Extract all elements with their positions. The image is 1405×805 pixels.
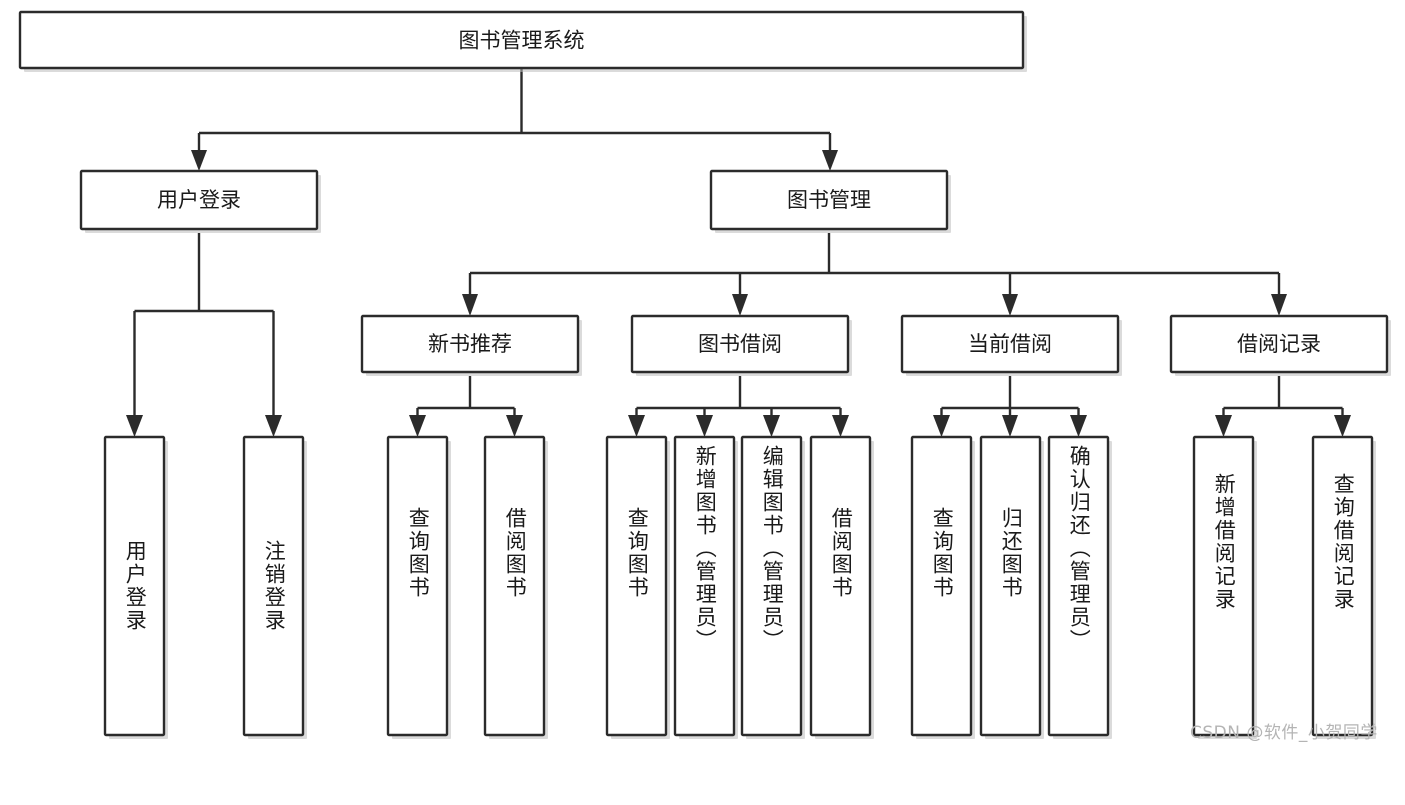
arrow-leaf-borrow-book-rec [506, 415, 523, 437]
node-leaf-query-record[interactable] [1311, 435, 1376, 739]
node-leaf-query-book-cur[interactable] [910, 435, 975, 739]
node-leaf-user-login[interactable] [103, 435, 168, 739]
arrow-book-manage [822, 150, 838, 171]
arrow-leaf-add-record [1215, 415, 1232, 437]
arrow-user-login [191, 150, 207, 171]
connector-layer [126, 69, 1351, 437]
node-leaf-return-book[interactable] [979, 435, 1044, 739]
node-current-borrow[interactable]: 当前借阅 [900, 314, 1122, 376]
node-new-book-rec-label: 新书推荐 [428, 332, 512, 356]
node-leaf-query-book-borrow[interactable] [605, 435, 670, 739]
arrow-leaf-logout-login [265, 415, 282, 437]
node-leaf-add-book[interactable] [673, 435, 738, 739]
node-leaf-confirm-return[interactable] [1047, 435, 1112, 739]
arrow-new-book-rec [462, 294, 478, 316]
diagram-canvas: 图书管理系统 用户登录 图书管理 新书推荐 图书借阅 当前借阅 [18, 10, 1391, 739]
node-user-login[interactable]: 用户登录 [79, 169, 321, 233]
node-book-manage-label: 图书管理 [787, 188, 871, 212]
arrow-leaf-return-book [1002, 415, 1018, 437]
node-book-borrow-label: 图书借阅 [698, 332, 782, 356]
arrow-leaf-query-book-cur [933, 415, 950, 437]
node-borrow-record-label: 借阅记录 [1237, 332, 1321, 356]
node-leaf-add-record[interactable] [1192, 435, 1257, 739]
arrow-leaf-query-book-borrow [628, 415, 645, 437]
node-new-book-rec[interactable]: 新书推荐 [360, 314, 582, 376]
arrow-leaf-add-book [696, 415, 713, 437]
node-leaf-logout-login[interactable] [242, 435, 307, 739]
node-leaf-query-book-rec[interactable] [386, 435, 451, 739]
arrow-leaf-query-record [1334, 415, 1351, 437]
arrow-leaf-borrow-book [832, 415, 849, 437]
arrow-book-borrow [732, 294, 748, 316]
node-leaf-borrow-book[interactable] [809, 435, 874, 739]
node-user-login-label: 用户登录 [157, 188, 241, 212]
arrow-leaf-query-book-rec [409, 415, 426, 437]
node-leaf-borrow-book-rec[interactable] [483, 435, 548, 739]
arrow-leaf-edit-book [763, 415, 780, 437]
node-current-borrow-label: 当前借阅 [968, 332, 1052, 356]
arrow-borrow-record [1271, 294, 1287, 316]
node-root-label: 图书管理系统 [459, 29, 585, 53]
node-borrow-record[interactable]: 借阅记录 [1169, 314, 1391, 376]
arrow-current-borrow [1002, 294, 1018, 316]
node-book-borrow[interactable]: 图书借阅 [630, 314, 852, 376]
functional-structure-diagram: 图书管理系统 用户登录 图书管理 新书推荐 图书借阅 当前借阅 [18, 10, 1391, 743]
node-leaf-edit-book[interactable] [740, 435, 805, 739]
arrow-leaf-user-login [126, 415, 143, 437]
node-book-manage[interactable]: 图书管理 [709, 169, 951, 233]
csdn-watermark: CSDN @软件_小贺同学 [1190, 723, 1378, 743]
arrow-leaf-confirm-return [1070, 415, 1087, 437]
node-root[interactable]: 图书管理系统 [18, 10, 1027, 72]
